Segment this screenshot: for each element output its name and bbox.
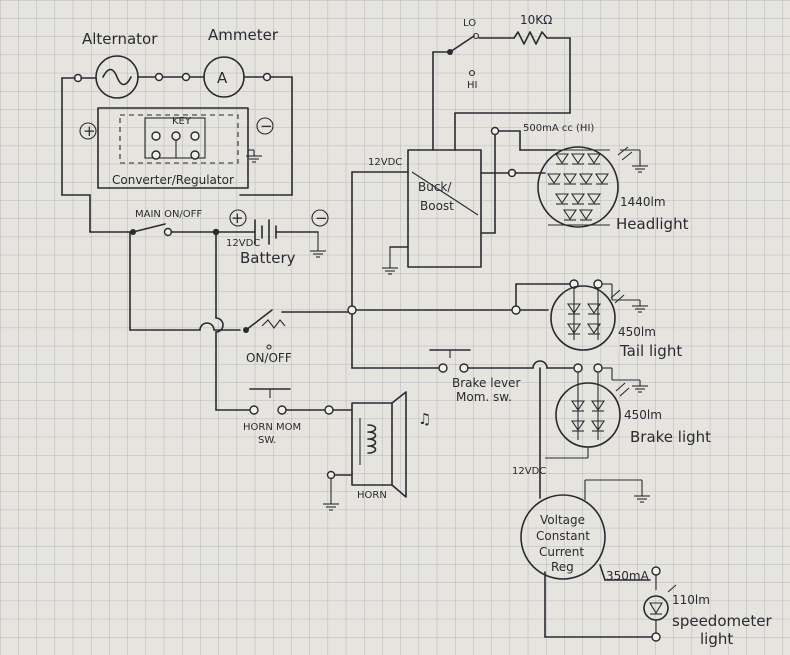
brake-lever-label-1: Brake lever — [452, 376, 520, 390]
brake-lumens: 450lm — [624, 408, 662, 422]
brake-label: Brake light — [630, 428, 711, 446]
svg-text:A: A — [217, 69, 228, 87]
svg-text:Reg: Reg — [551, 560, 574, 574]
lo-hi-switch: LO HI — [432, 18, 480, 151]
horn-label: HORN — [357, 490, 387, 501]
svg-text:Constant: Constant — [536, 529, 590, 543]
converter-plus: + — [83, 122, 96, 140]
on-off-label: ON/OFF — [246, 351, 292, 365]
main-switch-label: MAIN ON/OFF — [135, 209, 202, 220]
battery: + − 12VDC Battery — [217, 209, 329, 267]
svg-text:HI: HI — [467, 80, 477, 91]
tail-lumens: 450lm — [618, 325, 656, 339]
headlight-label: Headlight — [616, 215, 689, 233]
ammeter-label: Ammeter — [208, 26, 279, 44]
horn: ♫ HORN — [351, 391, 431, 501]
input-12v-top: 12VDC — [368, 157, 402, 168]
speedo-label-2: light — [700, 630, 733, 648]
battery-label: Battery — [240, 249, 296, 267]
svg-text:Boost: Boost — [420, 199, 454, 213]
converter-minus: − — [260, 117, 273, 135]
alternator-group: Alternator — [82, 30, 158, 99]
speedo-current: 350mA — [606, 569, 650, 583]
svg-text:−: − — [315, 209, 328, 227]
current-note: 500mA cc (HI) — [523, 123, 594, 134]
svg-text:+: + — [231, 209, 244, 227]
speedometer-light: 350mA 110lm speedometer light — [606, 566, 772, 648]
headlight-lumens: 1440lm — [620, 195, 666, 209]
svg-text:LO: LO — [463, 18, 476, 29]
horn-switch-label-2: SW. — [258, 435, 276, 446]
alternator-label: Alternator — [82, 30, 158, 48]
converter-regulator: KEY Converter/Regulator + − — [79, 107, 274, 189]
svg-text:KEY: KEY — [172, 116, 192, 127]
speedo-lumens: 110lm — [672, 593, 710, 607]
svg-text:Voltage: Voltage — [540, 513, 585, 527]
input-12v-bottom: 12VDC — [512, 466, 546, 477]
headlight: 1440lm Headlight — [537, 146, 689, 233]
speedo-label-1: speedometer — [672, 612, 772, 630]
svg-text:♫: ♫ — [418, 410, 431, 428]
brake-lever-switch: Brake lever Mom. sw. — [429, 349, 520, 404]
horn-switch: HORN MOM SW. — [243, 388, 301, 446]
svg-text:10KΩ: 10KΩ — [520, 13, 552, 27]
svg-text:Current: Current — [539, 545, 584, 559]
tail-light: 450lm Tail light — [550, 285, 682, 360]
brake-light: 450lm Brake light — [555, 372, 711, 448]
on-off-switch: ON/OFF — [243, 309, 292, 365]
converter-label: Converter/Regulator — [112, 173, 234, 187]
buck-boost-converter: Buck/ Boost — [407, 149, 482, 268]
constant-current-regulator: Voltage Constant Current Reg — [520, 494, 606, 580]
horn-switch-label-1: HORN MOM — [243, 422, 301, 433]
tail-label: Tail light — [619, 342, 682, 360]
ignition-key — [144, 117, 206, 159]
brake-lever-label-2: Mom. sw. — [456, 390, 512, 404]
battery-spec: 12VDC — [226, 238, 260, 249]
resistor-10k: 10KΩ — [478, 13, 571, 45]
